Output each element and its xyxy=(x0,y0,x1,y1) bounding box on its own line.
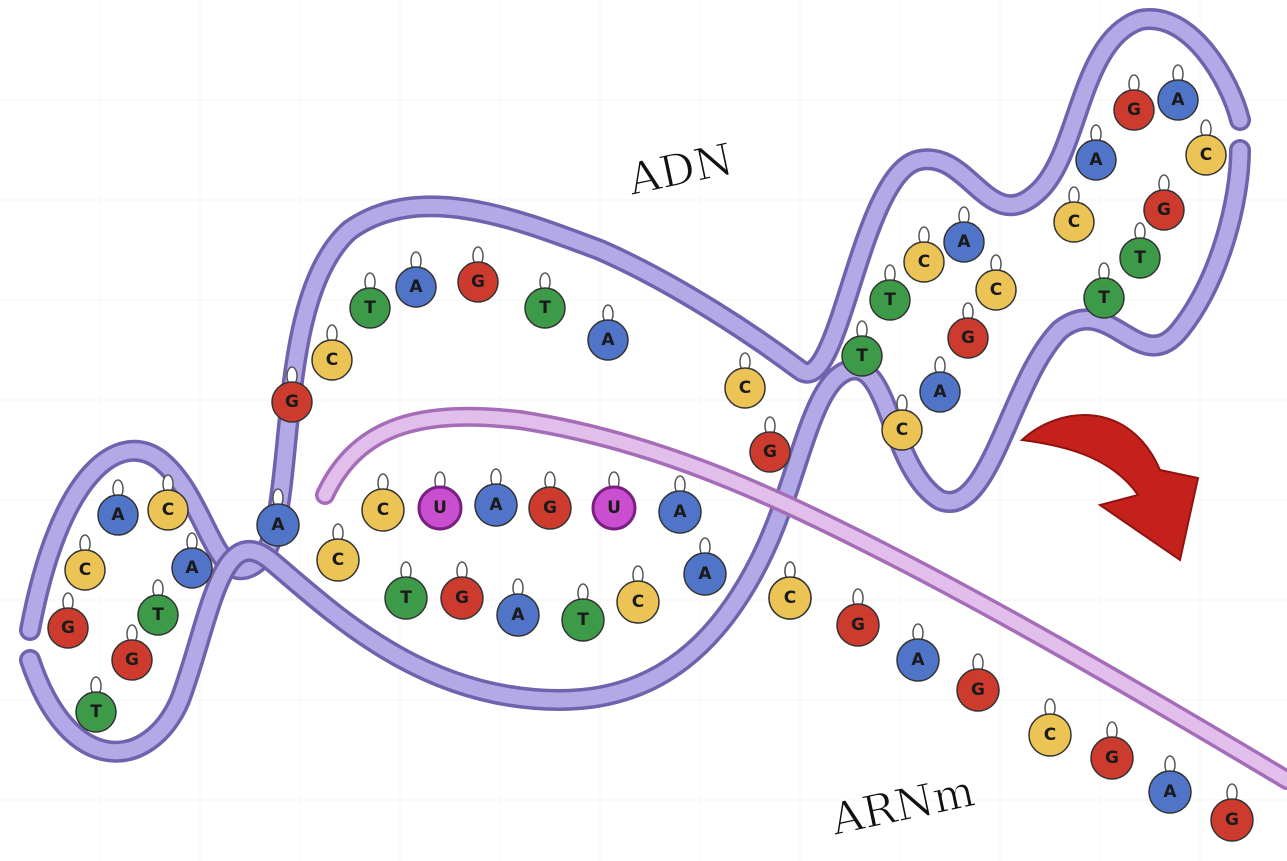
base-letter: G xyxy=(1127,100,1141,120)
base-letter: T xyxy=(152,605,164,625)
base-letter: U xyxy=(433,498,447,518)
base-letter: C xyxy=(896,420,908,440)
base-letter: A xyxy=(185,558,199,578)
base-letter: T xyxy=(400,588,412,608)
base-letter: C xyxy=(1200,145,1212,165)
base-letter: G xyxy=(61,618,75,638)
base-letter: G xyxy=(455,588,469,608)
base-letter: C xyxy=(79,560,91,580)
base-letter: T xyxy=(577,610,589,630)
base-letter: T xyxy=(856,346,868,366)
base-letter: A xyxy=(1163,782,1177,802)
mrna-label: ARNm xyxy=(826,766,980,846)
base-letter: C xyxy=(332,550,344,570)
base-letter: C xyxy=(1068,212,1080,232)
base-letter: G xyxy=(125,650,139,670)
base-letter: G xyxy=(1105,748,1119,768)
base-letter: A xyxy=(957,232,971,252)
base-letter: G xyxy=(1225,810,1239,830)
base-letter: C xyxy=(632,592,644,612)
base-letter: C xyxy=(990,280,1002,300)
base-letter: G xyxy=(285,392,299,412)
base-letter: C xyxy=(162,500,174,520)
base-letter: A xyxy=(1089,150,1103,170)
base-letter: T xyxy=(884,290,896,310)
base-letter: G xyxy=(851,615,865,635)
base-letter: T xyxy=(1098,288,1110,308)
base-letter: C xyxy=(918,252,930,272)
base-letter: G xyxy=(471,272,485,292)
base-letter: A xyxy=(1171,90,1185,110)
base-letter: A xyxy=(601,330,615,350)
base-letter: T xyxy=(364,298,376,318)
base-letter: C xyxy=(326,350,338,370)
base-letter: G xyxy=(961,328,975,348)
base-letter: A xyxy=(271,515,285,535)
base-letter: A xyxy=(673,502,687,522)
upper-strand-bases: G C T A G T A C G xyxy=(272,247,790,472)
base-letter: G xyxy=(1157,200,1171,220)
base-letter: G xyxy=(763,442,777,462)
base-letter: C xyxy=(784,588,796,608)
base-letter: A xyxy=(511,605,525,625)
base-letter: G xyxy=(971,680,985,700)
curved-arrow-down-icon xyxy=(1022,415,1198,560)
base-letter: T xyxy=(1134,248,1146,268)
base-letter: A xyxy=(698,564,712,584)
base-letter: U xyxy=(607,498,621,518)
base-letter: C xyxy=(1044,725,1056,745)
base-letter: A xyxy=(409,277,423,297)
base-letter: A xyxy=(911,650,925,670)
base-letter: A xyxy=(111,505,125,525)
base-letter: C xyxy=(377,500,389,520)
base-letter: A xyxy=(489,495,503,515)
base-letter: G xyxy=(543,498,557,518)
base-letter: T xyxy=(539,298,551,318)
base-letter: T xyxy=(90,702,102,722)
base-letter: A xyxy=(933,382,947,402)
base-letter: C xyxy=(739,378,751,398)
dna-label: ADN xyxy=(623,134,738,206)
